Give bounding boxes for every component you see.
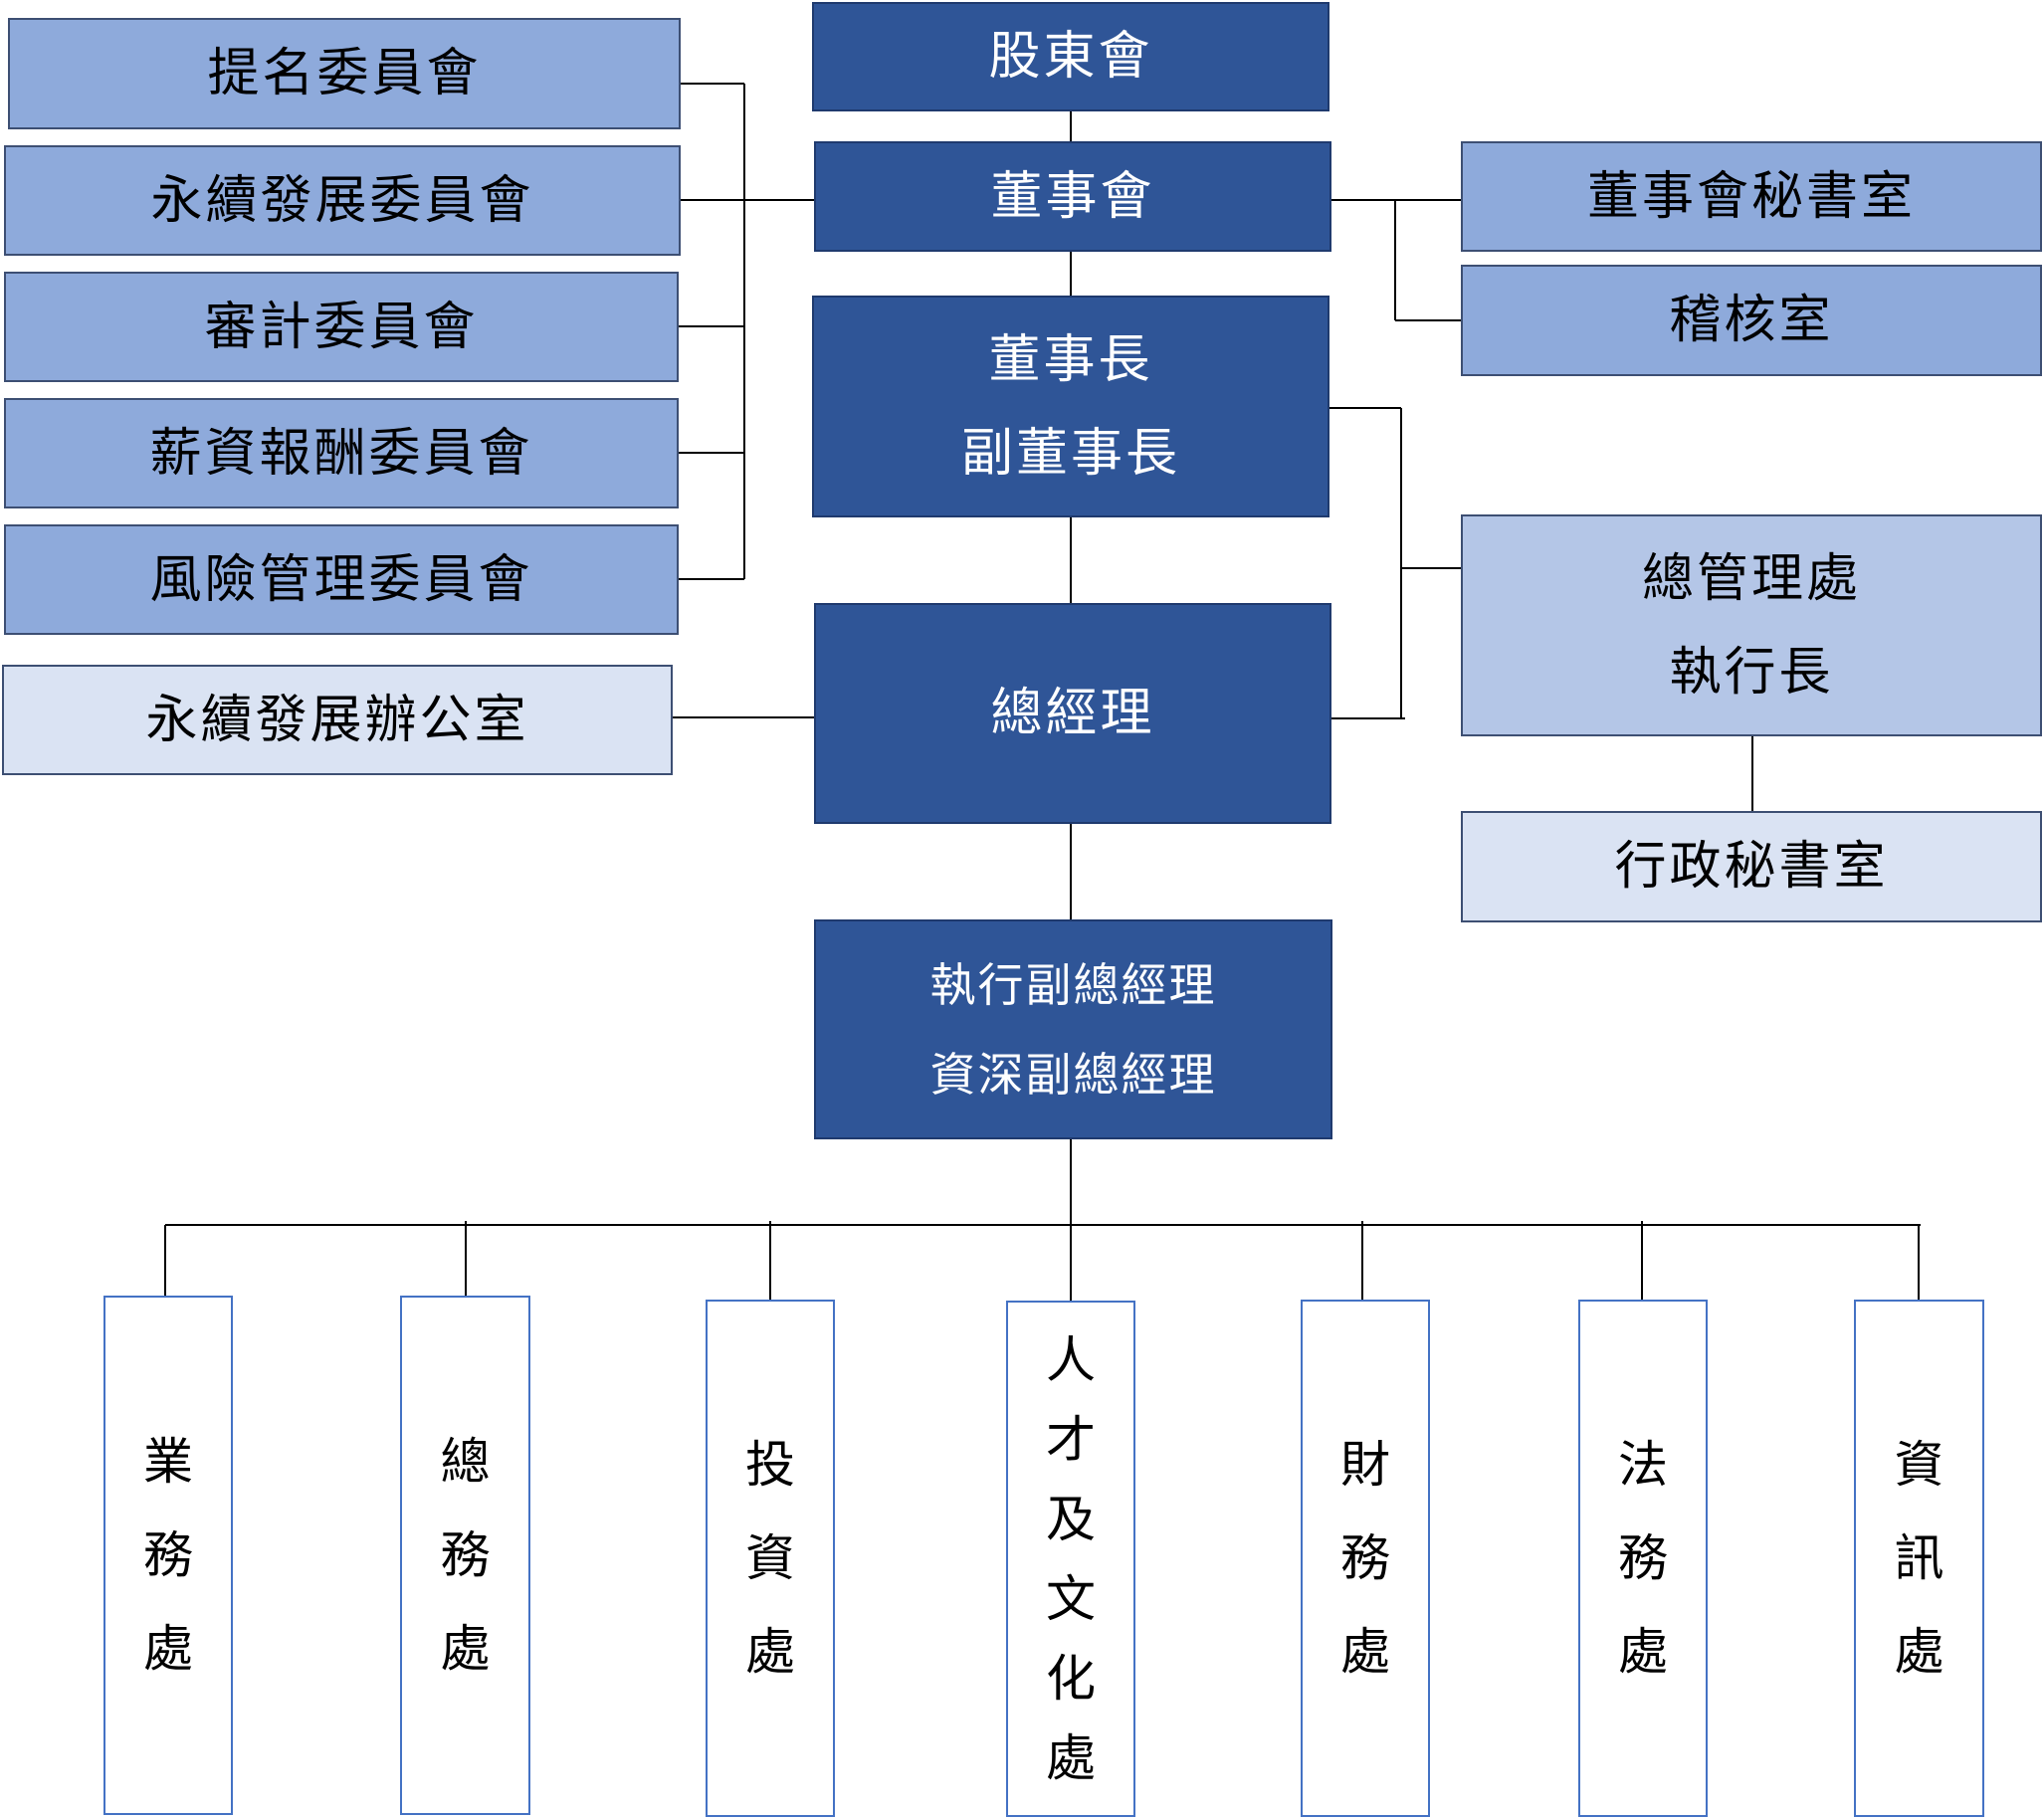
president-label: 總經理: [990, 684, 1155, 743]
evp-label: 執行副總經理: [929, 957, 1217, 1012]
committee-nomination: 提名委員會: [8, 18, 681, 129]
committee-label: 風險管理委員會: [149, 549, 533, 610]
dept-label: 法務處: [1618, 1436, 1668, 1681]
chairman-box: 董事長 副董事長: [812, 296, 1329, 517]
executive-secretariat-box: 行政秘書室: [1461, 811, 2042, 922]
shareholders-box: 股東會: [812, 2, 1329, 111]
dept-label: 財務處: [1340, 1436, 1390, 1681]
committee-remuneration: 薪資報酬委員會: [4, 398, 679, 508]
committee-label: 薪資報酬委員會: [149, 423, 533, 484]
evp-box: 執行副總經理 資深副總經理: [814, 919, 1332, 1139]
sustainability-office-label: 永續發展辦公室: [145, 690, 529, 750]
committee-sustainability: 永續發展委員會: [4, 145, 681, 256]
chairman-label: 董事長: [988, 329, 1153, 390]
president-box: 總經理: [814, 603, 1331, 824]
dept-label: 總務處: [440, 1433, 491, 1678]
ceo-label: 執行長: [1669, 642, 1834, 703]
vice-chairman-label: 副董事長: [960, 423, 1180, 484]
board-box: 董事會: [814, 141, 1331, 252]
committee-label: 提名委員會: [207, 44, 482, 103]
general-management-label: 總管理處: [1641, 548, 1861, 609]
dept-label: 業務處: [143, 1433, 193, 1678]
dept-label: 人才及文化處: [1046, 1330, 1096, 1787]
general-management-box: 總管理處 執行長: [1461, 514, 2042, 736]
committee-risk: 風險管理委員會: [4, 524, 679, 635]
executive-secretariat-label: 行政秘書室: [1614, 837, 1889, 897]
svp-label: 資深副總經理: [929, 1047, 1217, 1102]
committee-audit: 審計委員會: [4, 272, 679, 382]
board-secretariat-box: 董事會秘書室: [1461, 141, 2042, 252]
board-secretariat-label: 董事會秘書室: [1586, 166, 1916, 227]
dept-business: 業務處: [103, 1296, 233, 1815]
dept-legal: 法務處: [1578, 1300, 1708, 1817]
dept-talent-culture: 人才及文化處: [1006, 1301, 1135, 1817]
shareholders-label: 股東會: [988, 27, 1153, 87]
committee-label: 審計委員會: [204, 297, 479, 357]
dept-it: 資訊處: [1854, 1300, 1984, 1817]
audit-office-box: 稽核室: [1461, 265, 2042, 376]
dept-label: 投資處: [745, 1436, 795, 1681]
dept-investment: 投資處: [706, 1300, 835, 1817]
board-label: 董事會: [990, 166, 1155, 227]
sustainability-office-box: 永續發展辦公室: [2, 665, 673, 775]
dept-label: 資訊處: [1894, 1436, 1944, 1681]
audit-office-label: 稽核室: [1669, 291, 1834, 350]
committee-label: 永續發展委員會: [150, 170, 534, 231]
dept-general-affairs: 總務處: [400, 1296, 530, 1815]
dept-finance: 財務處: [1301, 1300, 1430, 1817]
